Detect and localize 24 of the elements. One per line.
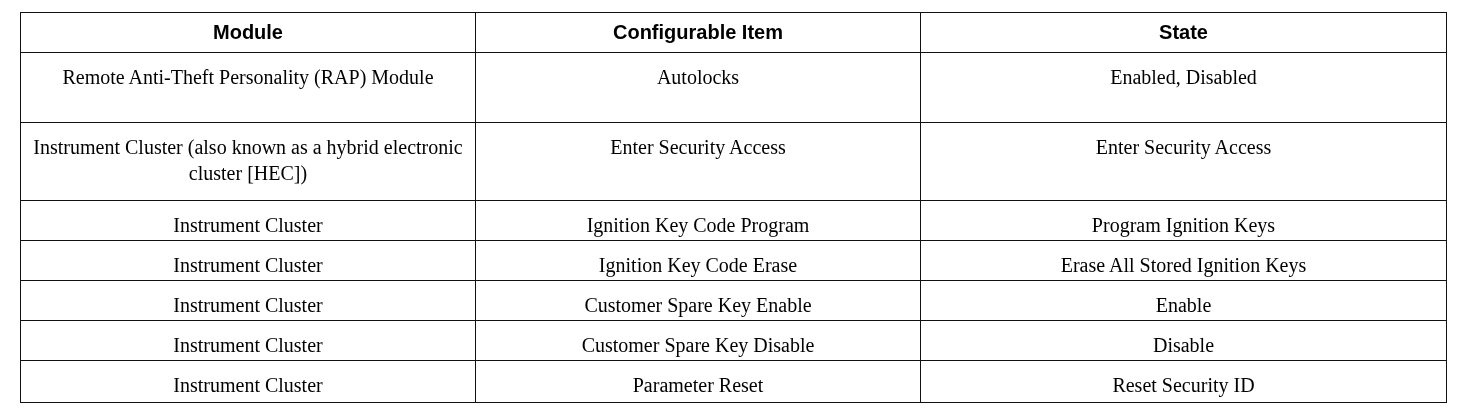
column-header: Module: [213, 21, 283, 44]
configurable-item: Ignition Key Code Program: [586, 213, 810, 238]
column-header: State: [1159, 21, 1208, 44]
column-header: Configurable Item: [613, 21, 783, 44]
state-value: Enter Security Access: [1095, 135, 1272, 160]
state-value: Erase All Stored Ignition Keys: [1060, 253, 1307, 278]
state-value: Program Ignition Keys: [1091, 213, 1276, 238]
module-name: Instrument Cluster: [173, 373, 323, 398]
module-name: Instrument Cluster: [173, 293, 323, 318]
module-name: Remote Anti-Theft Personality (RAP) Module: [62, 65, 434, 90]
configurable-item: Customer Spare Key Enable: [584, 293, 812, 318]
module-name: Instrument Cluster: [173, 253, 323, 278]
module-name: Instrument Cluster: [173, 333, 323, 358]
state-value: Reset Security ID: [1112, 373, 1255, 398]
configurable-item: Ignition Key Code Erase: [598, 253, 798, 278]
state-value: Disable: [1152, 333, 1215, 358]
configurable-item: Parameter Reset: [632, 373, 764, 398]
configurable-item: Customer Spare Key Disable: [581, 333, 815, 358]
module-name: Instrument Cluster: [173, 213, 323, 238]
module-name: Instrument Cluster (also known as a hybrid electronic cluster [HEC]): [32, 135, 464, 186]
configurable-item: Enter Security Access: [610, 135, 786, 160]
state-value: Enabled, Disabled: [1110, 65, 1257, 90]
state-value: Enable: [1155, 293, 1212, 318]
configurable-item: Autolocks: [656, 65, 740, 90]
